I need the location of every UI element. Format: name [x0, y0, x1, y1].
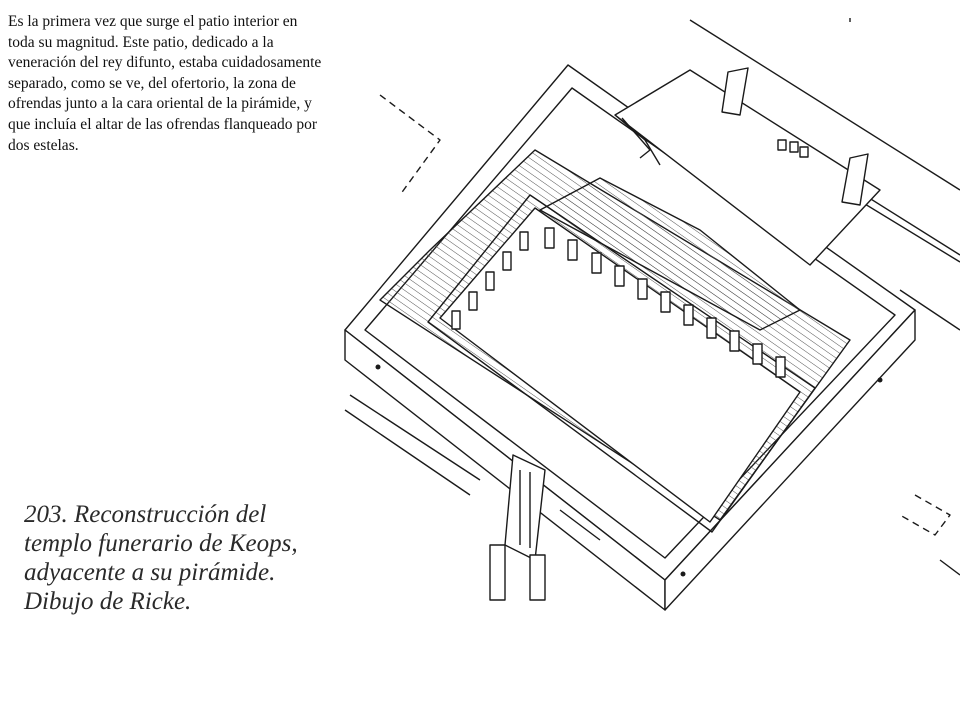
intro-paragraph: Es la primera vez que surge el patio int… — [8, 13, 322, 154]
figure-caption: 203. Reconstrucción del templo funerario… — [24, 501, 298, 615]
stelae — [721, 67, 869, 206]
courtyard-pillars — [451, 227, 786, 378]
terrain-lines — [344, 394, 960, 576]
causeway — [489, 454, 546, 601]
courtyard-parapet — [427, 194, 816, 533]
outer-wall-right-face — [664, 309, 916, 611]
offertory-block — [614, 69, 881, 266]
wall-markers — [375, 364, 883, 577]
portico-roof-rear — [539, 177, 801, 331]
offering-altar — [777, 139, 809, 158]
